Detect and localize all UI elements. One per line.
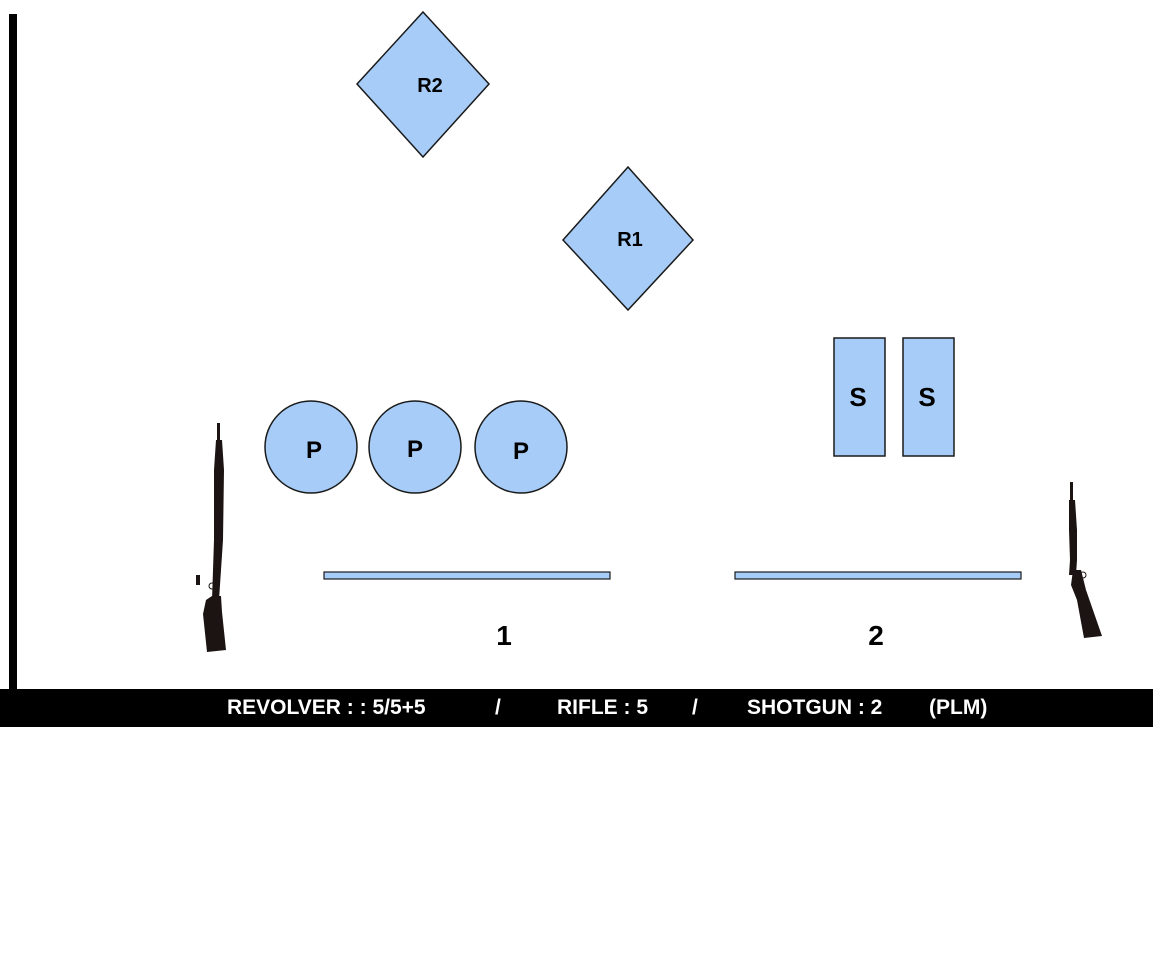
- rifle-icon-right: [1069, 482, 1102, 638]
- target-label-s2: S: [918, 382, 935, 412]
- rect-shape: [833, 337, 886, 457]
- target-label-p1: P: [306, 437, 322, 464]
- target-label-r2: R2: [417, 75, 443, 97]
- rect-shape: [902, 337, 955, 457]
- circle-shape: [474, 400, 568, 494]
- rifle-icon-left: [196, 423, 226, 652]
- footer-suffix: (PLM): [929, 696, 988, 719]
- circle-shape: [368, 400, 462, 494]
- shooting-position-bar-1: [323, 571, 611, 580]
- rifle-target-r1: R1: [561, 165, 695, 312]
- left-border-bar: [9, 14, 17, 689]
- target-label-r1: R1: [617, 229, 643, 251]
- footer-separator-2: /: [692, 696, 698, 719]
- footer-shotgun-count: SHOTGUN : 2: [747, 696, 883, 719]
- pistol-target-2: P: [368, 400, 462, 494]
- diamond-shape: [561, 165, 695, 312]
- shotgun-target-2: S: [902, 337, 955, 457]
- circle-shape: [264, 400, 358, 494]
- pistol-target-1: P: [264, 400, 358, 494]
- footer-rifle-count: RIFLE : 5: [557, 696, 649, 719]
- stage-diagram: R2 R1 P P P S S 1 2: [196, 10, 1102, 652]
- footer-round-count-bar: REVOLVER : : 5/5+5 / RIFLE : 5 / SHOTGUN…: [0, 689, 1153, 727]
- target-label-s1: S: [849, 382, 866, 412]
- target-label-p2: P: [407, 436, 423, 463]
- footer-separator-1: /: [495, 696, 501, 719]
- position-label-1: 1: [496, 620, 512, 651]
- shooting-position-bar-2: [734, 571, 1022, 580]
- diamond-shape: [355, 10, 491, 159]
- footer-revolver-count: REVOLVER : : 5/5+5: [227, 696, 426, 719]
- pistol-target-3: P: [474, 400, 568, 494]
- shotgun-target-1: S: [833, 337, 886, 457]
- rifle-target-r2: R2: [355, 10, 491, 159]
- target-label-p3: P: [513, 438, 529, 465]
- position-label-2: 2: [868, 620, 884, 651]
